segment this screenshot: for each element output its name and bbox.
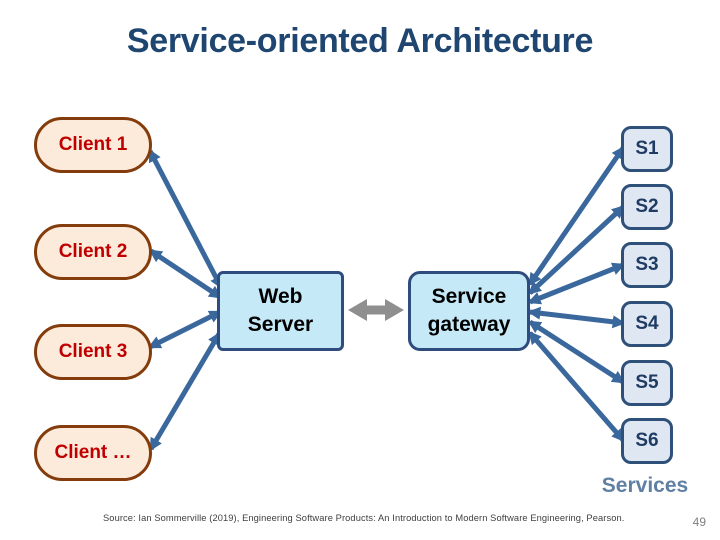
client-node-3: Client 3	[34, 324, 152, 380]
service-gateway-label-line2: gateway	[427, 313, 511, 336]
arrow-client4-webserver	[148, 331, 222, 452]
service-node-s4: S4	[621, 301, 673, 347]
client-label: Client 1	[58, 134, 128, 155]
arrow-gateway-s1	[527, 145, 626, 287]
service-label: S3	[635, 254, 659, 275]
gateway-service-arrows	[527, 145, 626, 442]
client-webserver-arrows	[147, 148, 224, 452]
service-gateway-label-line1: Service	[431, 285, 507, 309]
arrow-gateway-s4	[527, 306, 626, 329]
slide-title: Service-oriented Architecture	[126, 22, 594, 60]
client-node-1: Client 1	[34, 117, 152, 173]
service-label: S5	[635, 372, 659, 393]
arrow-gateway-s3	[527, 262, 626, 305]
service-node-s5: S5	[621, 360, 673, 406]
service-node-s3: S3	[621, 242, 673, 288]
arrow-client3-webserver	[147, 309, 223, 350]
service-node-s1: S1	[621, 126, 673, 172]
services-caption: Services	[601, 474, 689, 497]
arrow-client1-webserver	[147, 148, 224, 290]
client-label: Client 2	[58, 241, 128, 262]
web-server-label-line2: Server	[247, 313, 314, 336]
service-label: S2	[635, 196, 659, 217]
client-label: Client …	[54, 442, 132, 463]
service-node-s2: S2	[621, 184, 673, 230]
arrow-client2-webserver	[148, 248, 223, 300]
service-node-s6: S6	[621, 418, 673, 464]
web-server-node: Web Server	[217, 271, 344, 351]
service-label: S1	[635, 138, 659, 159]
client-node-4: Client …	[34, 425, 152, 481]
service-label: S6	[635, 430, 659, 451]
client-node-2: Client 2	[34, 224, 152, 280]
arrow-gateway-s6	[528, 331, 625, 442]
page-number: 49	[692, 515, 706, 529]
service-label: S4	[635, 313, 659, 334]
webserver-gateway-double-arrow	[348, 299, 404, 321]
service-gateway-node: Service gateway	[408, 271, 530, 351]
web-server-label-line1: Web	[258, 285, 303, 309]
source-citation: Source: Ian Sommerville (2019), Engineer…	[103, 513, 625, 523]
client-label: Client 3	[58, 341, 128, 362]
